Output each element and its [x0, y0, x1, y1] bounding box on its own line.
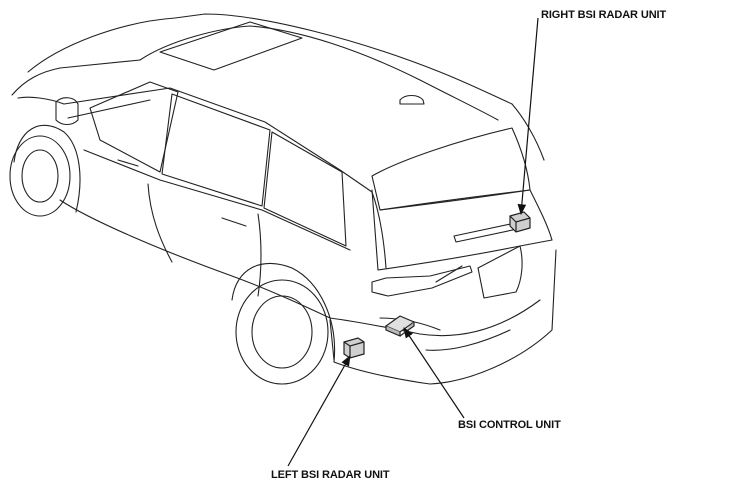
- right-radar-leader: [517, 17, 539, 216]
- bsi-control-unit-label: BSI CONTROL UNIT: [458, 419, 561, 431]
- right-bsi-radar-unit: [509, 211, 531, 233]
- bsi-control-unit: [384, 315, 416, 337]
- left-bsi-radar-unit: [343, 337, 365, 359]
- vehicle-outline: [9, 13, 557, 385]
- right-bsi-radar-unit-label: RIGHT BSI RADAR UNIT: [541, 9, 667, 21]
- control-unit-leader: [403, 327, 465, 419]
- left-radar-leader: [287, 355, 351, 467]
- left-bsi-radar-unit-label: LEFT BSI RADAR UNIT: [271, 469, 390, 481]
